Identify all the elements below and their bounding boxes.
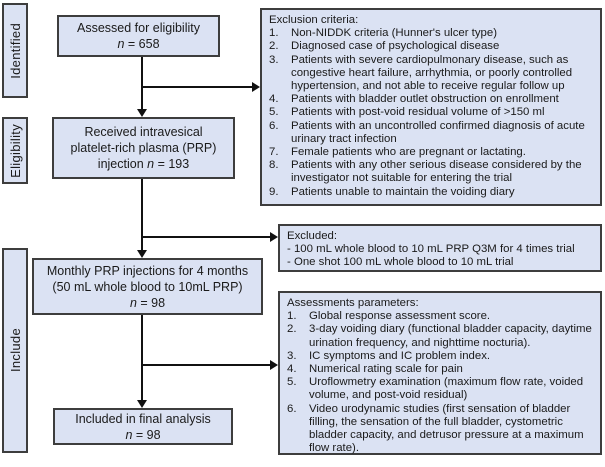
assessments-item: 1.Global response assessment score. <box>287 310 491 323</box>
connector-received-to-monthly <box>141 179 143 251</box>
assessments-title: Assessments parameters: <box>287 297 419 309</box>
arrowhead-into-monthly <box>137 250 147 258</box>
excluded-title: Excluded: <box>287 230 338 242</box>
included-line1: Included in final analysis <box>75 411 211 426</box>
connector-branch-assessments <box>141 364 271 366</box>
received-line2: platelet-rich plasma (PRP) <box>70 141 217 155</box>
assessments-box: Assessments parameters: 1.Global respons… <box>278 291 602 455</box>
flow-box-received: Received intravesical platelet-rich plas… <box>52 117 235 179</box>
exclusion-criteria-box: Exclusion criteria: 1.Non-NIDDK criteria… <box>260 8 602 206</box>
arrowhead-into-excluded <box>270 232 278 242</box>
assessed-line1: Assessed for eligibility <box>77 21 200 35</box>
stage-label-eligibility: Eligibility <box>2 117 28 184</box>
exclusion-item: 6.Patients with an uncontrolled confirme… <box>269 119 585 145</box>
included-n-line: n = 98 <box>125 427 161 442</box>
received-line1: Received intravesical <box>84 125 203 139</box>
assessed-n-line: n = 658 <box>117 37 160 51</box>
exclusion-item: 7.Female patients who are pregnant or la… <box>269 146 526 159</box>
exclusion-item: 4.Patients with bladder outlet obstructi… <box>269 93 559 106</box>
assessments-item: 6.Video urodynamic studies (first sensat… <box>287 402 584 455</box>
arrowhead-into-included <box>137 400 147 408</box>
stage-label-identified-text: Identified <box>7 22 23 79</box>
excluded-item: - 100 mL whole blood to 10 mL PRP Q3M fo… <box>287 243 575 256</box>
stage-label-eligibility-text: Eligibility <box>7 123 23 178</box>
connector-branch-exclusion <box>141 86 253 88</box>
arrowhead-into-received <box>137 109 147 117</box>
excluded-item: - One shot 100 mL whole blood to 10 mL t… <box>287 256 514 269</box>
exclusion-item: 1.Non-NIDDK criteria (Hunner's ulcer typ… <box>269 27 497 40</box>
connector-monthly-to-included <box>141 315 143 401</box>
exclusion-item: 8.Patients with any other serious diseas… <box>269 159 582 185</box>
stage-label-identified: Identified <box>2 3 28 98</box>
flow-box-included: Included in final analysis n = 98 <box>53 408 233 445</box>
exclusion-criteria-title: Exclusion criteria: <box>269 14 359 26</box>
flow-box-assessed: Assessed for eligibility n = 658 <box>57 15 220 57</box>
stage-label-include: Include <box>2 248 28 453</box>
assessments-item: 3.IC symptoms and IC problem index. <box>287 349 491 362</box>
flow-box-monthly: Monthly PRP injections for 4 months (50 … <box>32 258 263 315</box>
monthly-line1: Monthly PRP injections for 4 months <box>46 263 249 278</box>
arrowhead-into-assessments <box>270 360 278 370</box>
stage-label-include-text: Include <box>7 328 23 373</box>
exclusion-item: 2.Diagnosed case of psychological diseas… <box>269 40 500 53</box>
exclusion-item: 3.Patients with severe cardiopulmonary d… <box>269 53 573 93</box>
arrowhead-into-exclusion <box>252 82 260 92</box>
connector-branch-excluded <box>141 236 271 238</box>
exclusion-item: 5.Patients with post-void residual volum… <box>269 106 545 119</box>
excluded-box: Excluded: - 100 mL whole blood to 10 mL … <box>278 224 602 272</box>
assessments-item: 2.3-day voiding diary (functional bladde… <box>287 323 592 349</box>
received-n-line: injection n = 193 <box>97 157 190 171</box>
exclusion-item: 9.Patients unable to maintain the voidin… <box>269 185 515 198</box>
monthly-n-line: n = 98 <box>129 295 166 310</box>
assessments-item: 4.Numerical rating scale for pain <box>287 363 463 376</box>
assessments-item: 5.Uroflowmetry examination (maximum flow… <box>287 376 584 402</box>
connector-assessed-to-received <box>141 57 143 110</box>
monthly-line2: (50 mL whole blood to 10mL PRP) <box>52 279 243 294</box>
